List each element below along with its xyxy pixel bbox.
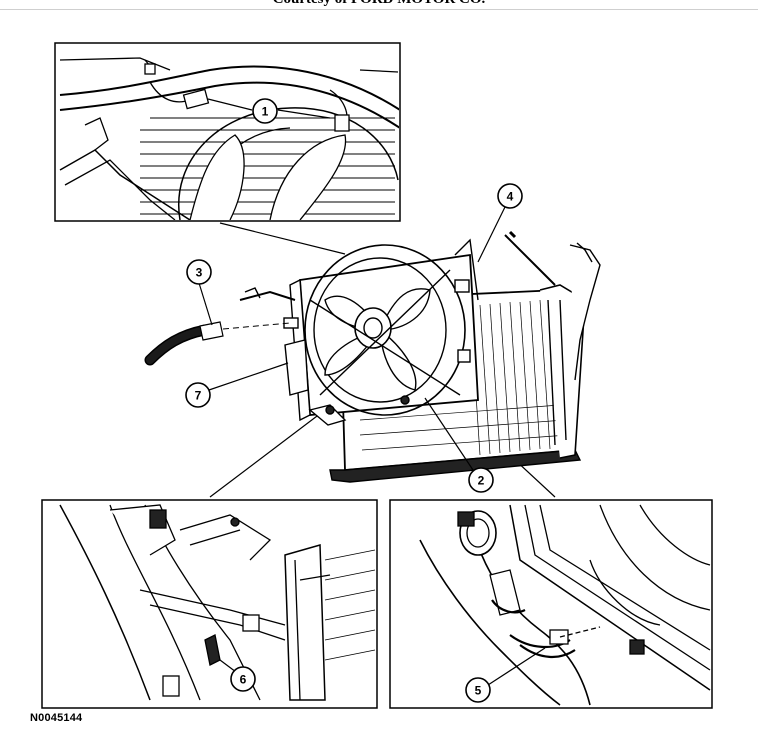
callout-6: 6 <box>240 673 247 687</box>
caption-rule <box>0 9 758 10</box>
callout-4: 4 <box>507 190 514 204</box>
hose-part-3: 3 <box>144 259 291 366</box>
detail-view-bottom-left: 6 <box>41 499 378 709</box>
callout-4-group: 4 <box>477 183 523 263</box>
detail-view-top: 1 <box>54 42 401 222</box>
detail-view-bottom-right: 5 <box>389 499 713 709</box>
callout-7-group: 7 <box>185 362 289 408</box>
callout-2-group: 2 <box>424 397 494 493</box>
callout-3: 3 <box>196 266 203 280</box>
source-caption: Courtesy of FORD MOTOR CO. <box>0 0 758 8</box>
callout-5: 5 <box>475 684 482 698</box>
cooling-module-assembly <box>239 230 601 483</box>
figure-id: N0045144 <box>30 712 83 724</box>
callout-1: 1 <box>262 105 269 119</box>
callout-2: 2 <box>478 474 485 488</box>
callout-7: 7 <box>195 389 202 403</box>
